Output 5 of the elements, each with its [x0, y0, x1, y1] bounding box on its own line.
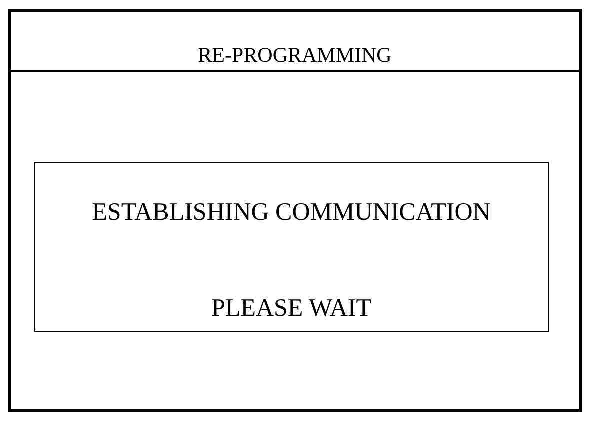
screen-window [8, 9, 582, 412]
message-text: PLEASE WAIT [210, 295, 372, 323]
message-text: ESTABLISHING COMMUNICATION [91, 199, 492, 227]
message-box [34, 162, 549, 332]
screen-title: RE-PROGRAMMING [198, 43, 392, 68]
